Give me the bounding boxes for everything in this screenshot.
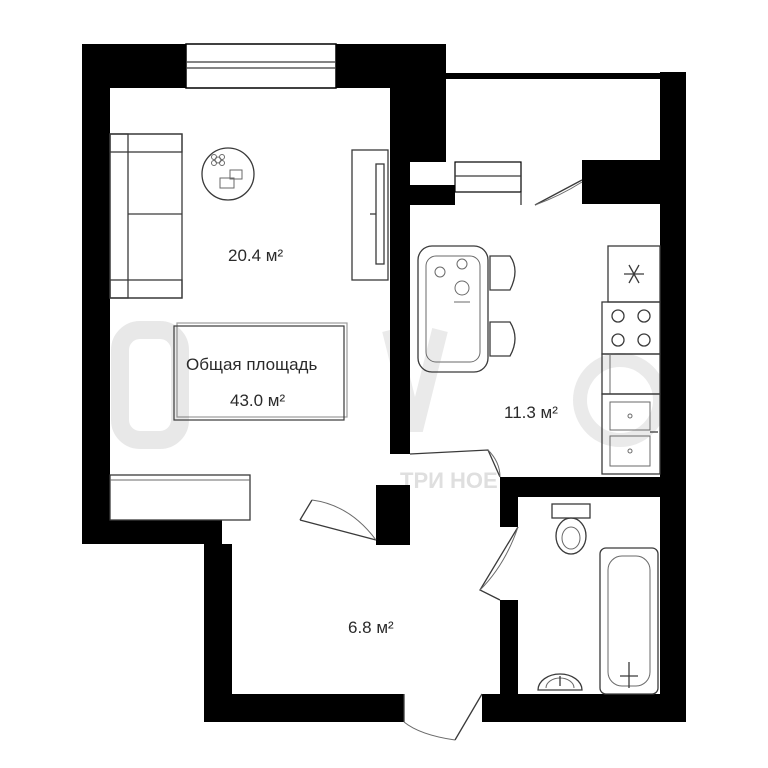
chairs (489, 255, 516, 357)
hall-area: 6.8 м² (348, 618, 394, 637)
wall-left (82, 44, 110, 544)
tv-stand (351, 149, 389, 281)
wall-living-kitchen (390, 44, 410, 454)
wall-hall-corner (376, 485, 410, 545)
living-room-area: 20.4 м² (228, 246, 283, 265)
toilet (551, 503, 591, 555)
wall-balcony-kitchen (410, 185, 455, 205)
wall-right (660, 72, 686, 722)
sofa (109, 133, 183, 299)
fridge (607, 245, 661, 303)
wall-corner-block (410, 44, 446, 162)
door-balcony (520, 179, 583, 206)
wall-bottom-bath (482, 694, 686, 722)
door-bathroom (479, 526, 519, 601)
wall-hall-bath (500, 600, 518, 722)
wall-bottom-hall (204, 694, 404, 722)
wardrobe (109, 474, 251, 521)
door-entrance (403, 693, 483, 741)
wall-bath-corner (500, 477, 518, 527)
windows (185, 43, 522, 193)
round-table (201, 147, 255, 201)
wall-balcony-right (582, 160, 660, 204)
wall-hall-left (204, 544, 232, 722)
doors (299, 179, 583, 741)
kitchen-area: 11.3 м² (504, 403, 558, 422)
watermark-text: ТРИ НОЕ (400, 468, 498, 493)
window-living (185, 43, 337, 89)
door-living (299, 499, 377, 541)
dining-table (417, 245, 489, 373)
kitchen-sink (601, 393, 661, 475)
bathtub (599, 547, 659, 695)
total-area-box (173, 322, 348, 421)
stove (601, 301, 661, 355)
total-area-label: Общая площадь (186, 355, 317, 374)
washbasin (537, 673, 583, 691)
window-kitchen (454, 161, 522, 193)
wall-bottom-living (82, 520, 222, 544)
total-area-value: 43.0 м² (230, 391, 285, 410)
flower-icon (211, 154, 225, 166)
wall-kitchen-bottom (500, 477, 660, 497)
walls (82, 44, 686, 722)
snowflake-icon (624, 264, 644, 284)
